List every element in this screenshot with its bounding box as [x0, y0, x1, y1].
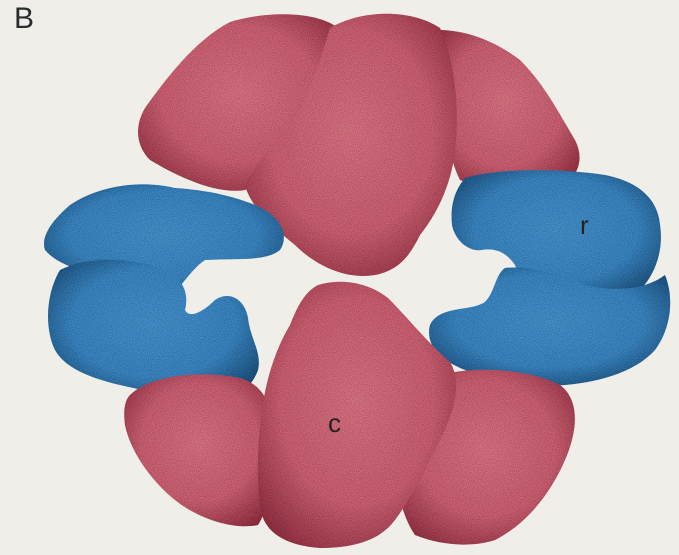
regulatory-subunit-label: r — [580, 210, 589, 240]
left-regulatory-dimer — [44, 184, 284, 400]
right-regulatory-dimer — [429, 170, 670, 386]
bottom-catalytic-subunit-left — [124, 374, 275, 526]
catalytic-subunit-label: c — [328, 408, 341, 438]
